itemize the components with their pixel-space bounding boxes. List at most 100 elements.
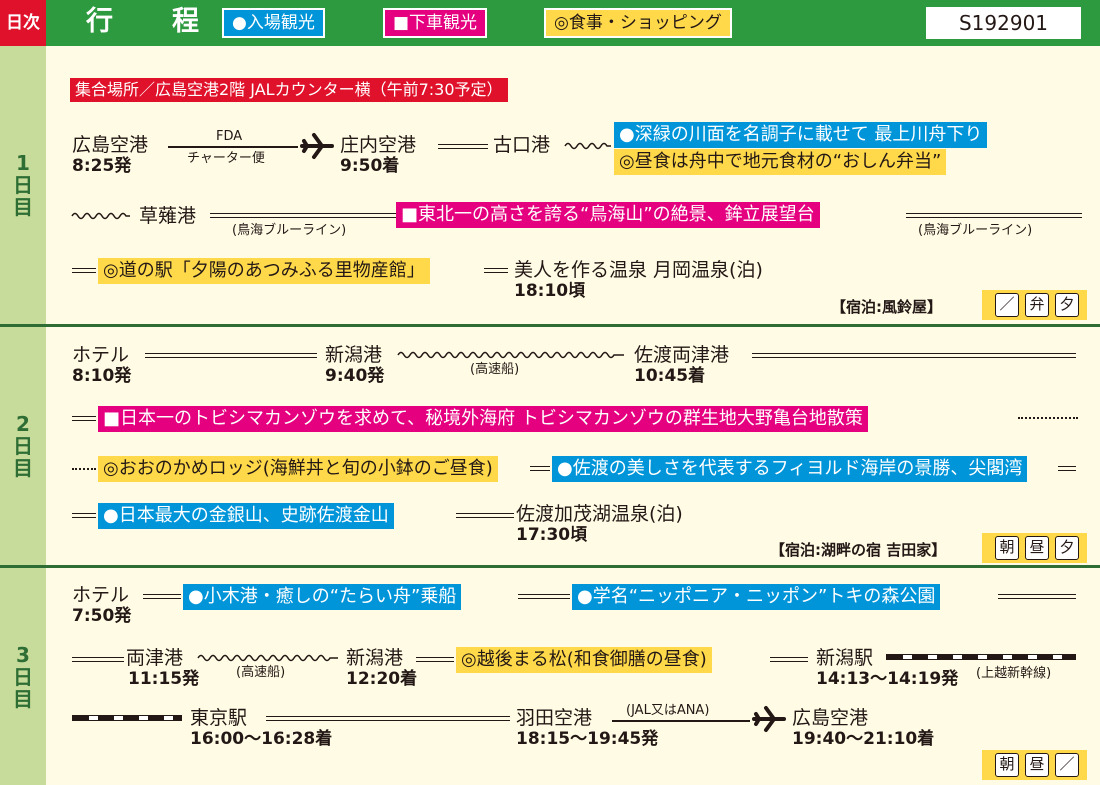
day-2-row: 2 日 目 ホテル 8:10発 新潟港 9:40発 (高速船) 佐渡両津港 10…	[0, 327, 1100, 565]
toki-forest-park: ●学名“ニッポニア・ニッポン”トキの森公園	[572, 584, 941, 610]
bus-line	[145, 353, 317, 358]
tokyo-station: 東京駅	[190, 707, 248, 729]
niigata-arrive-time: 12:20着	[346, 669, 418, 689]
ogi-tarai-boat: ●小木港・癒しの“たらい舟”乗船	[183, 584, 462, 610]
dotted-line	[1018, 417, 1078, 419]
meeting-point: 集合場所／広島空港2階 JALカウンター横（午前7:30予定）	[70, 78, 508, 102]
niigata-depart-time: 9:40発	[325, 366, 385, 386]
bus-line	[530, 466, 550, 471]
flight-type: チャーター便	[187, 151, 265, 166]
hiroshima-airport: 広島空港	[72, 134, 149, 156]
bus-line	[438, 144, 488, 149]
bus-line	[518, 594, 570, 599]
shonai-arrive-time: 9:50着	[340, 156, 400, 176]
legend-entry-meal: ◎食事・ショッピング	[544, 8, 732, 38]
tour-code: S192901	[926, 7, 1081, 39]
title-char-2: 程	[172, 6, 199, 37]
airplane-icon	[752, 706, 786, 732]
hotel-name: 【宿泊:風鈴屋】	[831, 298, 942, 316]
day-3-char2: 目	[13, 686, 33, 711]
meal-lunch: 昼	[1025, 753, 1049, 777]
day-column-header: 日次	[0, 0, 46, 46]
bus-line	[72, 268, 96, 273]
bus-line	[416, 657, 454, 662]
meal-breakfast: ／	[995, 293, 1019, 317]
ryotsu-arrive-time: 10:45着	[634, 366, 706, 386]
day-2-char2: 目	[13, 456, 33, 480]
hiroshima-airport: 広島空港	[792, 707, 869, 729]
lunch-bento: ◎昼食は舟中で地元食材の“おしん弁当”	[614, 149, 947, 175]
day-2-char1: 日	[13, 434, 33, 458]
hotel-start: ホテル	[72, 344, 130, 366]
jetfoil-route-wave	[197, 654, 338, 662]
hotel-depart-time: 7:50発	[72, 606, 132, 626]
meal-lunch: 昼	[1025, 536, 1049, 560]
flight-line	[612, 720, 750, 722]
bus-line	[266, 716, 510, 721]
bus-line	[752, 353, 1076, 358]
onokame-lodge-lunch: ◎おおのかめロッジ(海鮮丼と旬の小鉢のご昼食)	[98, 456, 498, 482]
airplane-icon	[300, 133, 334, 159]
shonai-airport: 庄内空港	[340, 134, 417, 156]
niigata-port: 新潟港	[346, 647, 404, 669]
hotel-start: ホテル	[72, 584, 130, 606]
bus-line	[770, 657, 808, 662]
hiroshima-depart-time: 8:25発	[72, 156, 132, 176]
day-3-char1: 日	[13, 664, 33, 689]
ryotsu-port: 両津港	[126, 647, 184, 669]
bus-line	[906, 213, 1082, 218]
day-2-label: 2 日 目	[0, 327, 46, 565]
haneda-airport: 羽田空港	[516, 707, 593, 729]
meal-dinner: 夕	[1055, 293, 1079, 317]
onsen-arrive-time: 18:10頃	[514, 281, 586, 301]
tobishima-kanzou-walk: ■日本一のトビシマカンゾウを求めて、秘境外海府 トビシマカンゾウの群生地大野亀台…	[98, 406, 868, 432]
day-3-row: 3 日 目 ホテル 7:50発 ●小木港・癒しの“たらい舟”乗船 ●学名“ニッポ…	[0, 568, 1100, 785]
bus-line	[998, 594, 1076, 599]
shinkansen-line	[886, 654, 1076, 660]
meal-breakfast: 朝	[995, 536, 1019, 560]
flight-carrier: (JAL又はANA)	[626, 703, 710, 718]
meal-dinner: ／	[1055, 753, 1079, 777]
chokai-blueline-1: (鳥海ブルーライン)	[232, 223, 347, 238]
mogami-river-cruise: ●深緑の川面を名調子に載せて 最上川舟下り	[614, 122, 988, 148]
joetsu-shinkansen-label: (上越新幹線)	[976, 666, 1052, 681]
ryotsu-port: 佐渡両津港	[634, 344, 730, 366]
bus-line	[484, 268, 508, 273]
michi-no-eki: ◎道の駅「夕陽のあつみふる里物産館」	[98, 258, 430, 284]
day-1-label: 1 日 目	[0, 46, 46, 324]
bus-line	[210, 213, 396, 218]
meal-breakfast: 朝	[995, 753, 1019, 777]
onsen-stay: 美人を作る温泉 月岡温泉(泊)	[514, 259, 763, 281]
echigo-marumatsu-lunch: ◎越後まる松(和食御膳の昼食)	[456, 647, 712, 673]
day-2-num: 2	[16, 412, 30, 436]
shinkansen-line	[72, 715, 182, 721]
chokai-blueline-2: (鳥海ブルーライン)	[918, 223, 1033, 238]
tokyo-arrive-time: 16:00～16:28着	[190, 729, 333, 749]
day-3-num: 3	[16, 642, 30, 667]
niigata-port: 新潟港	[325, 344, 383, 366]
kamo-lake-onsen: 佐渡加茂湖温泉(泊)	[516, 503, 683, 525]
legend-entry-admission: ●入場観光	[222, 8, 325, 38]
meal-dinner: 夕	[1055, 536, 1079, 560]
jetfoil-label: (高速船)	[470, 362, 520, 377]
title-char-1: 行	[86, 6, 113, 37]
bus-line	[72, 416, 96, 421]
boat-route-wave	[564, 142, 611, 150]
senkaku-bay: ●佐渡の美しさを代表するフィヨルド海岸の景勝、尖閣湾	[552, 456, 1028, 482]
kamo-arrive-time: 17:30頃	[516, 525, 588, 545]
bus-line	[143, 594, 181, 599]
dotted-line	[72, 468, 96, 470]
flight-line	[168, 146, 298, 148]
bus-line	[72, 513, 96, 518]
hiroshima-arrive-time: 19:40～21:10着	[792, 729, 935, 749]
hotel-name: 【宿泊:湖畔の宿 吉田家】	[770, 541, 947, 559]
jetfoil-route-wave	[397, 351, 624, 359]
boat-route-wave	[71, 212, 130, 220]
day-1-char1: 日	[13, 173, 33, 197]
jetfoil-label: (高速船)	[236, 665, 286, 680]
furukuchi-port: 古口港	[493, 134, 551, 156]
day-1-row: 1 日 目 集合場所／広島空港2階 JALカウンター横（午前7:30予定） 広島…	[0, 46, 1100, 324]
row-divider	[0, 565, 1100, 568]
day-3-label: 3 日 目	[0, 568, 46, 785]
